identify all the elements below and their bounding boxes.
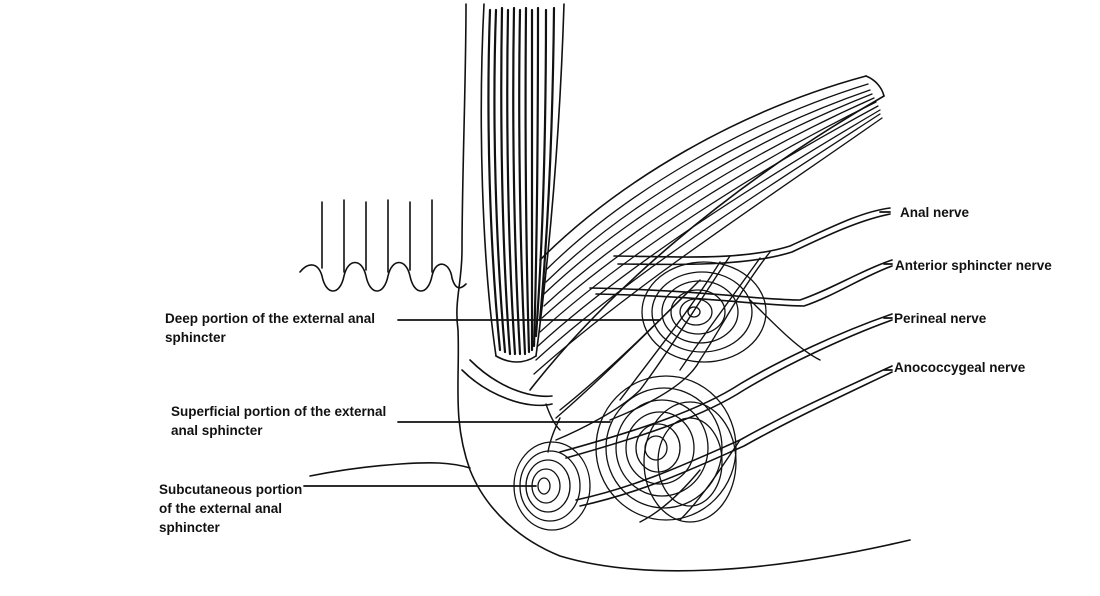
label-anterior-sphincter-nerve: Anterior sphincter nerve — [895, 258, 1052, 273]
label-anococcygeal-nerve: Anococcygeal nerve — [894, 360, 1026, 375]
anal-canal-wall — [456, 3, 911, 572]
rectal-mucosa-folds — [299, 199, 467, 292]
perineal-nerve — [559, 313, 893, 459]
levator-ani-fibers — [533, 83, 883, 375]
superficial-portion-rings — [595, 375, 737, 523]
pointer-lines — [303, 211, 893, 487]
label-perineal-nerve: Perineal nerve — [894, 311, 987, 326]
anterior-sphincter-nerve — [589, 259, 893, 307]
label-anal-nerve: Anal nerve — [900, 205, 970, 220]
perianal-skin — [309, 462, 471, 477]
anal-nerve — [613, 207, 891, 266]
label-subcutaneous-portion: Subcutaneous portion of the external ana… — [159, 482, 303, 535]
longitudinal-muscle-fibers — [487, 6, 556, 356]
anal-canal-inner-curve — [461, 369, 553, 407]
label-superficial-portion: Superficial portion of the external anal… — [171, 404, 387, 438]
label-deep-portion: Deep portion of the external anal sphinc… — [165, 311, 376, 345]
deep-portion-rings — [641, 261, 767, 363]
levator-ani-muscle — [529, 75, 885, 391]
nerve-branches — [545, 251, 821, 523]
